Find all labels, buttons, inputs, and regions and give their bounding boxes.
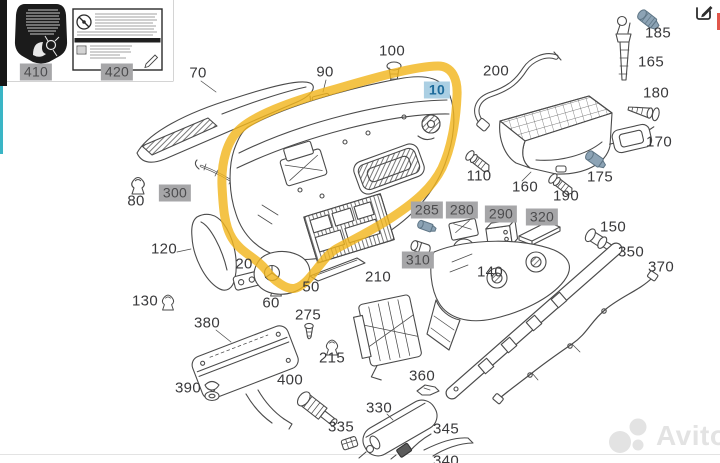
part-175-bolt-drawing — [585, 150, 607, 169]
part-label-310[interactable]: 310 — [401, 251, 435, 269]
part-165-linkage-drawing — [615, 15, 632, 81]
part-110-screw-drawing — [465, 150, 490, 173]
part-140-lower-panel-drawing — [426, 240, 570, 351]
part-380-airbag-module-drawing — [191, 325, 299, 430]
part-label-130: 130 — [132, 292, 158, 310]
part-label-380: 380 — [194, 314, 220, 332]
part-330-knee-airbag-drawing — [358, 399, 438, 459]
watermark-text: Avito — [656, 420, 720, 451]
part-200-hose-drawing — [474, 51, 562, 132]
part-label-70: 70 — [189, 64, 207, 82]
part-label-340: 340 — [433, 452, 459, 463]
sticker-420-warning-label — [72, 8, 163, 71]
part-345-wire-drawing — [390, 433, 432, 460]
part-185-bolt-drawing — [637, 9, 660, 30]
part-170-lamp-drawing — [609, 123, 655, 154]
part-label-60: 60 — [262, 294, 280, 312]
part-label-185: 185 — [645, 24, 671, 42]
part-label-350: 350 — [618, 243, 644, 261]
part-label-190: 190 — [553, 187, 579, 205]
part-label-215: 215 — [319, 349, 345, 367]
part-275-screw-drawing — [304, 322, 314, 340]
part-label-390: 390 — [175, 379, 201, 397]
avito-logo-icon — [609, 418, 647, 453]
part-360-bracket-drawing — [416, 384, 440, 396]
part-label-345: 345 — [433, 420, 459, 438]
part-label-335: 335 — [328, 418, 354, 436]
part-190-screw-drawing — [548, 173, 573, 196]
part-label-275: 275 — [295, 306, 321, 324]
part-label-210: 210 — [365, 268, 391, 286]
part-label-400: 400 — [277, 371, 303, 389]
part-label-420[interactable]: 420 — [100, 63, 134, 81]
part-label-90: 90 — [316, 63, 334, 81]
part-label-50: 50 — [302, 278, 320, 296]
part-label-360: 360 — [409, 367, 435, 385]
part-label-370: 370 — [648, 258, 674, 276]
part-285-bolt-drawing — [417, 219, 437, 233]
part-label-20: 20 — [235, 255, 253, 273]
part-label-10[interactable]: 10 — [423, 81, 451, 99]
edit-icon[interactable] — [693, 1, 715, 23]
part-390-grommet-drawing — [204, 380, 220, 402]
right-edge-accent — [717, 13, 720, 30]
part-180-screw-drawing — [627, 106, 660, 122]
sticker-410-airbag-label — [14, 4, 68, 64]
highlight-outline-part-10 — [217, 61, 462, 293]
part-label-180: 180 — [643, 84, 669, 102]
part-label-300[interactable]: 300 — [158, 184, 192, 202]
part-370-harness-drawing — [492, 270, 659, 405]
part-335-connector-drawing — [340, 436, 359, 451]
part-label-120: 120 — [151, 240, 177, 258]
part-50-strip-drawing — [309, 257, 366, 282]
part-label-200: 200 — [483, 62, 509, 80]
part-label-285[interactable]: 285 — [410, 201, 444, 219]
part-label-170: 170 — [646, 133, 672, 151]
part-label-110: 110 — [466, 167, 492, 185]
part-label-150: 150 — [600, 218, 626, 236]
part-340-strip-drawing — [423, 437, 474, 457]
part-150-fastener-drawing — [584, 228, 613, 251]
part-350-trim-strip-drawing — [445, 242, 623, 400]
part-400-bolt-drawing — [296, 391, 338, 427]
part-label-290[interactable]: 290 — [484, 205, 518, 223]
cyan-edge-strip — [0, 86, 3, 154]
part-label-140: 140 — [477, 263, 503, 281]
avito-watermark: Avito — [607, 416, 720, 456]
part-label-175: 175 — [587, 168, 613, 186]
part-label-160: 160 — [512, 178, 538, 196]
part-label-280[interactable]: 280 — [445, 201, 479, 219]
part-210-center-module-drawing — [353, 294, 422, 381]
part-label-80: 80 — [127, 192, 145, 210]
part-label-165: 165 — [638, 53, 664, 71]
part-label-330: 330 — [366, 399, 392, 417]
part-label-100: 100 — [379, 42, 405, 60]
part-label-320[interactable]: 320 — [525, 208, 559, 226]
part-label-410[interactable]: 410 — [19, 63, 53, 81]
